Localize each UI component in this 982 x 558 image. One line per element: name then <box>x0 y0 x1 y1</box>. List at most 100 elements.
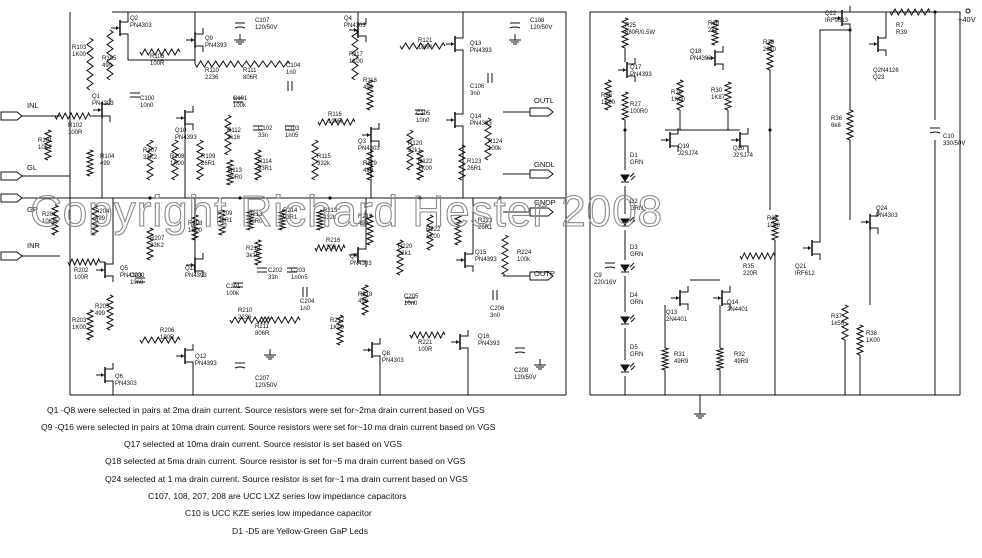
resistor-r205-value: 499 <box>95 311 106 317</box>
transistor-q1-name: Q1 <box>92 94 101 100</box>
capacitor-c207-name: C207 <box>255 376 270 382</box>
resistor-r212 <box>253 239 263 266</box>
transistor-q22-name: Q22 <box>825 11 837 17</box>
resistor-r26 <box>603 79 613 111</box>
resistor-r203-name: R203 <box>72 318 87 324</box>
resistor-r216 <box>314 243 346 253</box>
resistor-r107-value: 33K2 <box>143 155 158 161</box>
resistor-r107-name: R107 <box>143 148 158 154</box>
transistor-q4-name: Q4 <box>344 16 353 22</box>
transistor-q6 <box>96 363 114 387</box>
capacitor-c202 <box>257 267 267 273</box>
capacitor-c200-name: C200 <box>130 273 145 279</box>
transistor-q21-value: IRF612 <box>795 271 815 277</box>
resistor-r104 <box>85 149 95 177</box>
resistor-r30-value: 1K87 <box>711 95 726 101</box>
transistor-q13-value: PN4393 <box>470 48 492 54</box>
resistor-r105 <box>106 29 114 81</box>
transistor-q20-name: Q20 <box>733 146 745 152</box>
resistor-r7-name: R7 <box>896 23 904 29</box>
transistor-q4-value: PN4303 <box>344 23 366 29</box>
supply-label-40v: +40V <box>958 8 976 24</box>
capacitor-c200 <box>135 277 145 283</box>
resistor-r37-value: 1k56 <box>831 321 845 327</box>
resistor-r26-name: R26 <box>601 93 613 99</box>
svg-text:GL: GL <box>27 163 37 172</box>
resistor-r221-value: 100R <box>418 347 433 353</box>
transistor-q20-value: J2SJ74 <box>733 153 754 159</box>
resistor-r106-value: 100R <box>150 61 165 67</box>
transistor-q14b-value: 2N4401 <box>727 307 749 313</box>
resistor-r122 <box>415 149 425 181</box>
led-d4 <box>620 314 636 325</box>
capacitor-c101 <box>233 97 243 103</box>
resistor-r201-value: 10K2 <box>42 219 57 225</box>
copyright-watermark: Copyright Richard Hester 2008 <box>30 187 663 236</box>
capacitor-c205-name: C205 <box>404 294 419 300</box>
transistor-q14-name: Q14 <box>470 114 482 120</box>
resistor-r211-value: 806R <box>255 331 270 337</box>
transistor-q16-value: PN4393 <box>478 341 500 347</box>
resistor-r213-value: 20R0 <box>248 219 263 225</box>
resistor-r218 <box>360 284 370 316</box>
resistor-r33-name: R33 <box>763 40 775 46</box>
transistor-q16 <box>451 330 469 354</box>
resistor-r116-value: 100R <box>328 119 343 125</box>
resistor-r122-value: 1K00 <box>418 166 433 172</box>
note-line: Q17 selected at 10ma drain current. Sour… <box>124 439 403 449</box>
resistor-r203 <box>85 309 95 341</box>
resistor-r36-value: 6k8 <box>831 123 841 129</box>
note-line: Q1 -Q8 were selected in pairs at 2ma dra… <box>47 405 485 415</box>
resistor-r214 <box>277 209 287 231</box>
resistor-r28 <box>710 19 720 46</box>
resistor-r216-value: 100 <box>326 245 337 251</box>
resistor-r217 <box>335 314 345 346</box>
led-d1-name: D1 <box>630 153 638 159</box>
resistor-r7 <box>889 7 931 17</box>
resistor-r110 <box>194 60 241 68</box>
resistor-r117 <box>351 29 359 81</box>
resistor-r215-value: 332k <box>323 215 337 221</box>
note-line: C10 is UCC KZE series low impedance capa… <box>185 508 372 518</box>
led-d5-name: D5 <box>630 345 638 351</box>
transistor-q18-value: PN4393 <box>690 56 712 62</box>
transistor-q14b-name: Q14 <box>727 300 739 306</box>
resistor-r222-name: R222 <box>426 227 441 233</box>
resistor-r37 <box>840 304 850 341</box>
capacitor-c102-value: 33n <box>258 133 268 139</box>
transistor-q8 <box>363 338 381 362</box>
transistor-q8-name: Q8 <box>382 351 391 357</box>
resistor-r38-value: 1K00 <box>866 338 881 344</box>
led-d2 <box>620 216 636 227</box>
transistor-q12-name: Q12 <box>195 354 207 360</box>
led-d1-value: GRN <box>630 160 643 166</box>
note-line: Q24 selected at 1 ma drain current. Sour… <box>105 474 468 484</box>
resistor-r223 <box>453 214 463 246</box>
transistor-q7 <box>349 243 367 267</box>
transistor-q6-name: Q6 <box>115 374 124 380</box>
resistor-r109-value: 26R1 <box>201 161 216 167</box>
transistor-q12-value: PN4393 <box>195 361 217 367</box>
resistor-r121 <box>399 42 446 50</box>
led-d3-name: D3 <box>630 245 638 251</box>
resistor-r118-name: R118 <box>363 78 378 84</box>
resistor-r121-value: 100R <box>418 45 433 51</box>
resistor-r207-name: R207 <box>150 236 165 242</box>
transistor-q2 <box>111 16 129 40</box>
transistor-q22 <box>833 6 851 30</box>
resistor-r210-value: 2236 <box>238 315 252 321</box>
output-port-outp: OUTP <box>529 269 555 281</box>
resistor-r35 <box>739 251 776 261</box>
transistor-q23-value: Q23 <box>873 75 885 81</box>
resistor-r102-name: R102 <box>68 123 83 129</box>
ground-symbol-psu <box>694 408 706 419</box>
capacitor-c203 <box>287 267 297 273</box>
transistor-q13-name: Q13 <box>470 41 482 47</box>
svg-text:GP: GP <box>27 205 38 214</box>
led-d3 <box>620 262 636 273</box>
transistor-q2-name: Q2 <box>130 16 139 22</box>
led-d2-value: GRN <box>630 206 643 212</box>
transistor-q4 <box>349 18 367 42</box>
resistor-r103-value: 1K00 <box>72 52 87 58</box>
resistor-r217-value: 1K00 <box>330 325 345 331</box>
